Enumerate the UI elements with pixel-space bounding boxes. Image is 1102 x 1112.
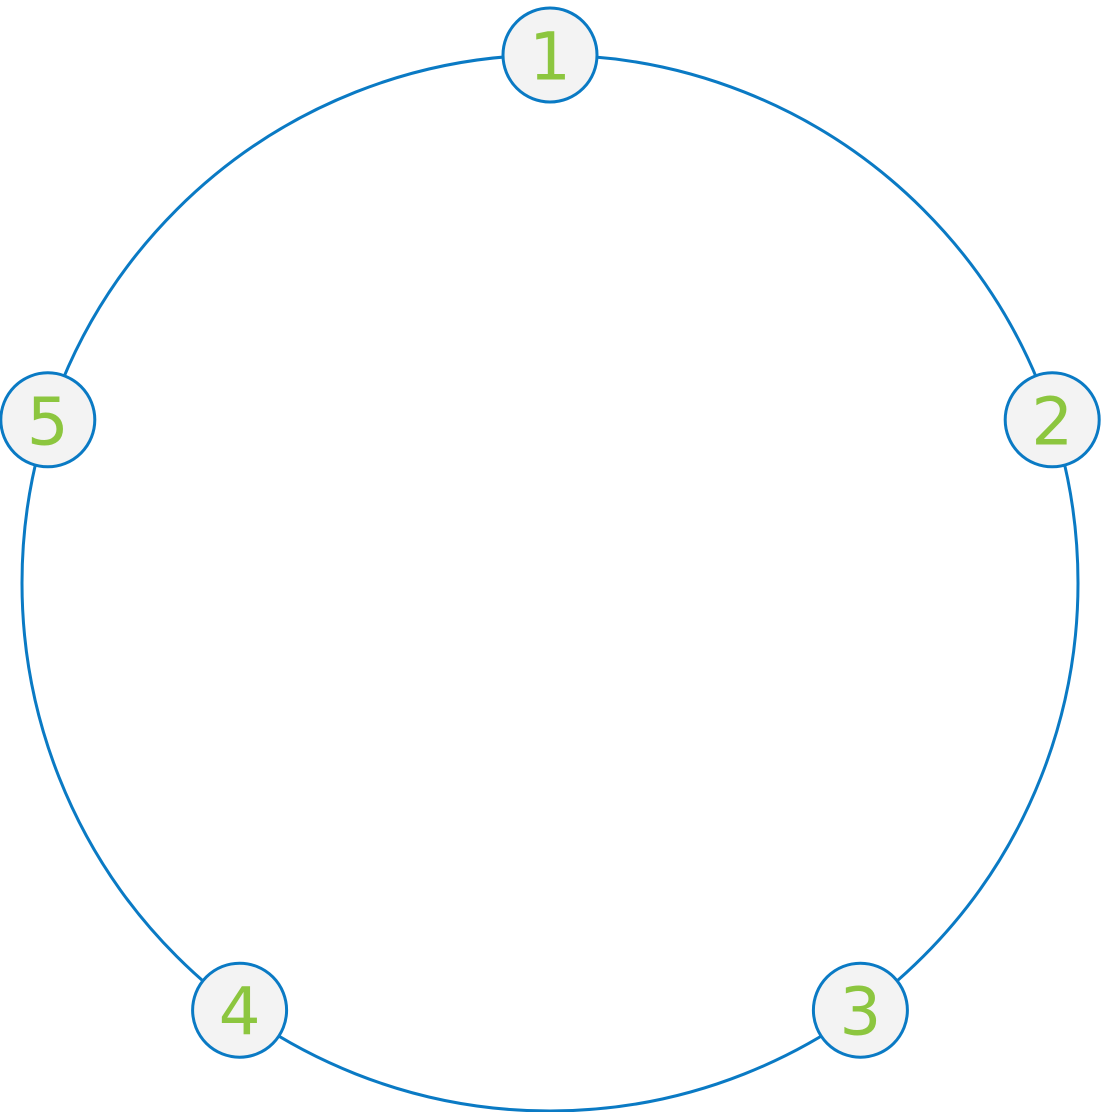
node-circle xyxy=(501,6,599,104)
node-label: 4 xyxy=(219,974,261,1051)
ring-circle xyxy=(20,53,1080,1112)
ring-node-3: 3 xyxy=(811,961,909,1059)
node-label: 1 xyxy=(529,19,571,96)
node-circle xyxy=(1003,371,1101,469)
node-circle xyxy=(811,961,909,1059)
ring-node-1: 1 xyxy=(501,6,599,104)
ring-node-2: 2 xyxy=(1003,371,1101,469)
node-label: 2 xyxy=(1031,383,1073,460)
ring-nodes: 1 2 3 4 5 xyxy=(0,6,1101,1059)
node-label: 3 xyxy=(839,974,881,1051)
node-circle xyxy=(0,371,97,469)
node-circle xyxy=(191,961,289,1059)
node-label: 5 xyxy=(27,383,69,460)
ring-node-5: 5 xyxy=(0,371,97,469)
ring-node-4: 4 xyxy=(191,961,289,1059)
